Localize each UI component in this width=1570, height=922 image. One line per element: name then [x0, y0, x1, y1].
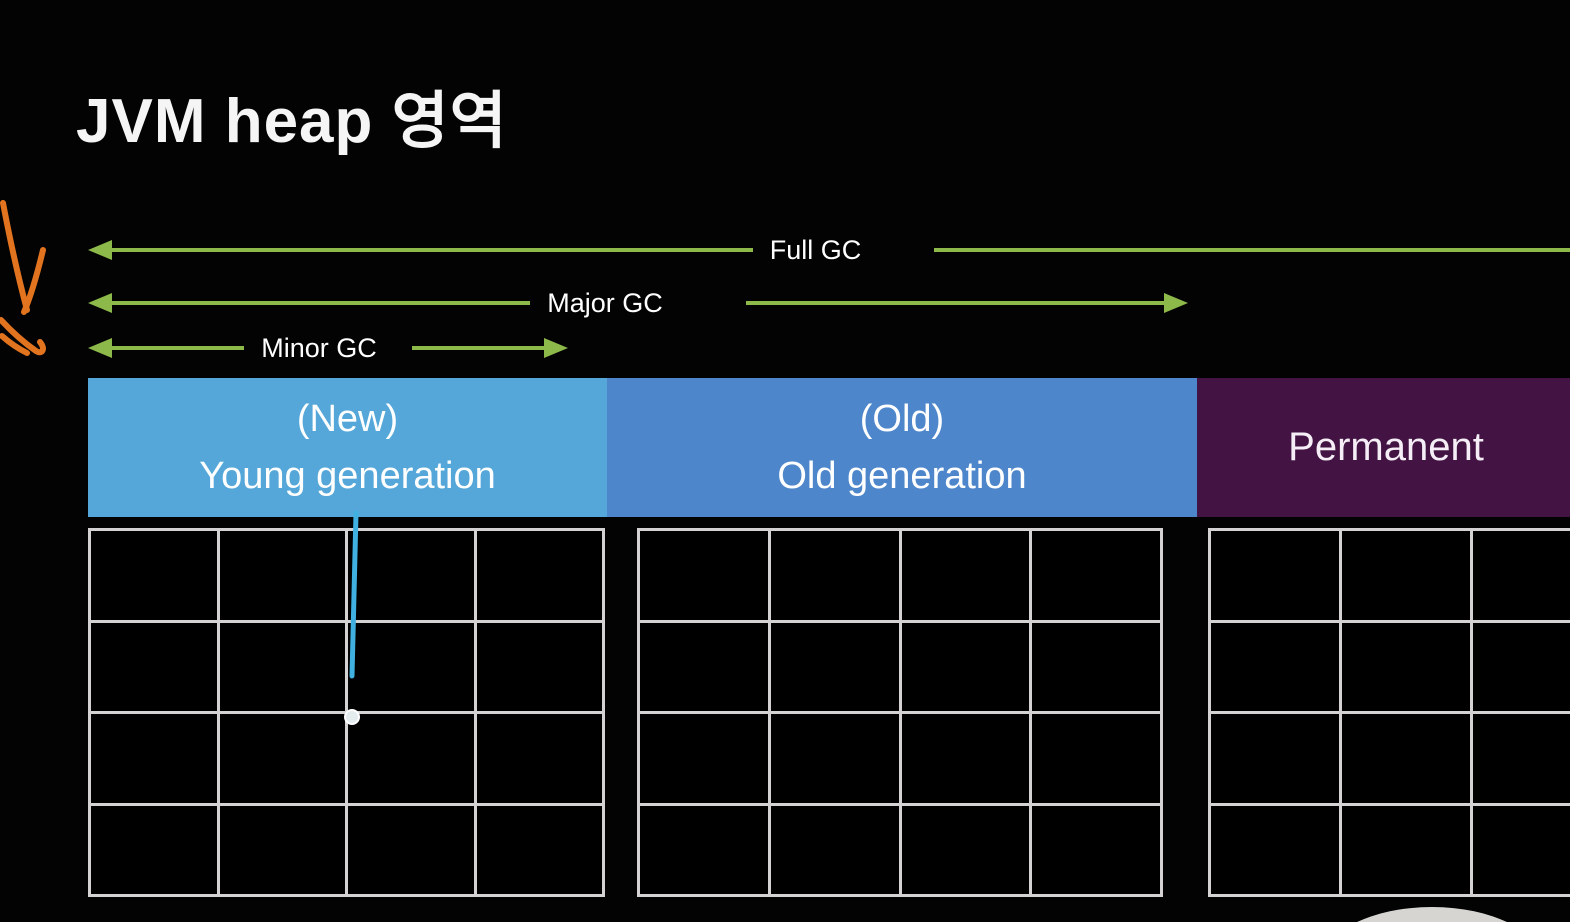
heap-grid-cell [1211, 531, 1339, 620]
minor-gc-arrow: Minor GC [88, 331, 569, 365]
heap-grid-cell [1473, 714, 1570, 803]
heap-grid-cell [1342, 805, 1470, 894]
old-generation-label-line2: Old generation [777, 454, 1027, 497]
page-title: JVM heap 영역 [76, 87, 508, 156]
heap-grid-cell [770, 805, 899, 894]
heap-grid-cell [1342, 714, 1470, 803]
old-generation-header: (Old) Old generation [607, 378, 1197, 517]
minor-gc-label: Minor GC [261, 332, 377, 363]
heap-grid-cell [348, 531, 474, 620]
permanent-label: Permanent [1288, 425, 1484, 469]
heap-grid-cell [348, 714, 474, 803]
arrowhead-right-icon [544, 338, 569, 358]
heap-grid-cell [640, 805, 768, 894]
heap-grid-cell [91, 805, 217, 894]
heap-grid-cell [348, 622, 474, 711]
arrowhead-left-icon [88, 240, 112, 260]
arrow-line [112, 301, 531, 305]
heap-grid-cell [1342, 531, 1470, 620]
heap-grid-cell [1473, 622, 1570, 711]
heap-grid-cell [901, 622, 1030, 711]
arrow-line [112, 346, 245, 350]
heap-grid-cell [219, 714, 345, 803]
heap-grid-cell [901, 714, 1030, 803]
heap-grid-cell [91, 622, 217, 711]
heap-grid-cell [770, 714, 899, 803]
arrow-line [934, 248, 1570, 252]
heap-grid-cell [1032, 622, 1160, 711]
heap-grid-cell [1211, 622, 1339, 711]
arrowhead-left-icon [88, 338, 112, 358]
old-generation-grid [637, 528, 1163, 897]
heap-grid-cell [1211, 805, 1339, 894]
major-gc-arrow: Major GC [88, 286, 1189, 320]
arrow-line [411, 346, 545, 350]
full-gc-label: Full GC [769, 234, 862, 265]
permanent-grid [1208, 528, 1570, 897]
young-generation-grid [88, 528, 605, 897]
hand-drawn-scribble [0, 200, 46, 356]
young-generation-label-line2: Young generation [199, 454, 496, 497]
heap-grid-cell [219, 622, 345, 711]
heap-grid-cell [1342, 622, 1470, 711]
heap-grid-cell [476, 531, 602, 620]
heap-grid-cell [476, 622, 602, 711]
heap-grid-cell [91, 714, 217, 803]
major-gc-label: Major GC [547, 287, 663, 318]
heap-grid-cell [1032, 805, 1160, 894]
old-generation-label-line1: (Old) [859, 397, 945, 440]
heap-grid-cell [219, 531, 345, 620]
heap-grid-cell [640, 714, 768, 803]
heap-grid-cell [1032, 531, 1160, 620]
heap-grid-cell [1473, 531, 1570, 620]
partial-ellipse [1357, 907, 1507, 922]
arrowhead-right-icon [1164, 293, 1189, 313]
heap-grid-cell [640, 622, 768, 711]
heap-grid-cell [91, 531, 217, 620]
heap-grid-cell [476, 714, 602, 803]
full-gc-arrow: Full GC [88, 233, 1570, 267]
arrowhead-left-icon [88, 293, 112, 313]
heap-grid-cell [1032, 714, 1160, 803]
heap-grid-cell [901, 531, 1030, 620]
heap-grid-cell [219, 805, 345, 894]
heap-grid-cell [348, 805, 474, 894]
heap-grid-cell [1211, 714, 1339, 803]
arrow-line [745, 301, 1165, 305]
young-generation-label-line1: (New) [296, 397, 399, 440]
arrow-line [112, 248, 753, 252]
heap-grid-cell [770, 622, 899, 711]
heap-grid-cell [476, 805, 602, 894]
heap-grid-cell [640, 531, 768, 620]
young-generation-header: (New) Young generation [88, 378, 607, 517]
heap-grid-cell [770, 531, 899, 620]
heap-grid-cell [901, 805, 1030, 894]
permanent-header: Permanent [1197, 378, 1570, 517]
heap-grid-cell [1473, 805, 1570, 894]
